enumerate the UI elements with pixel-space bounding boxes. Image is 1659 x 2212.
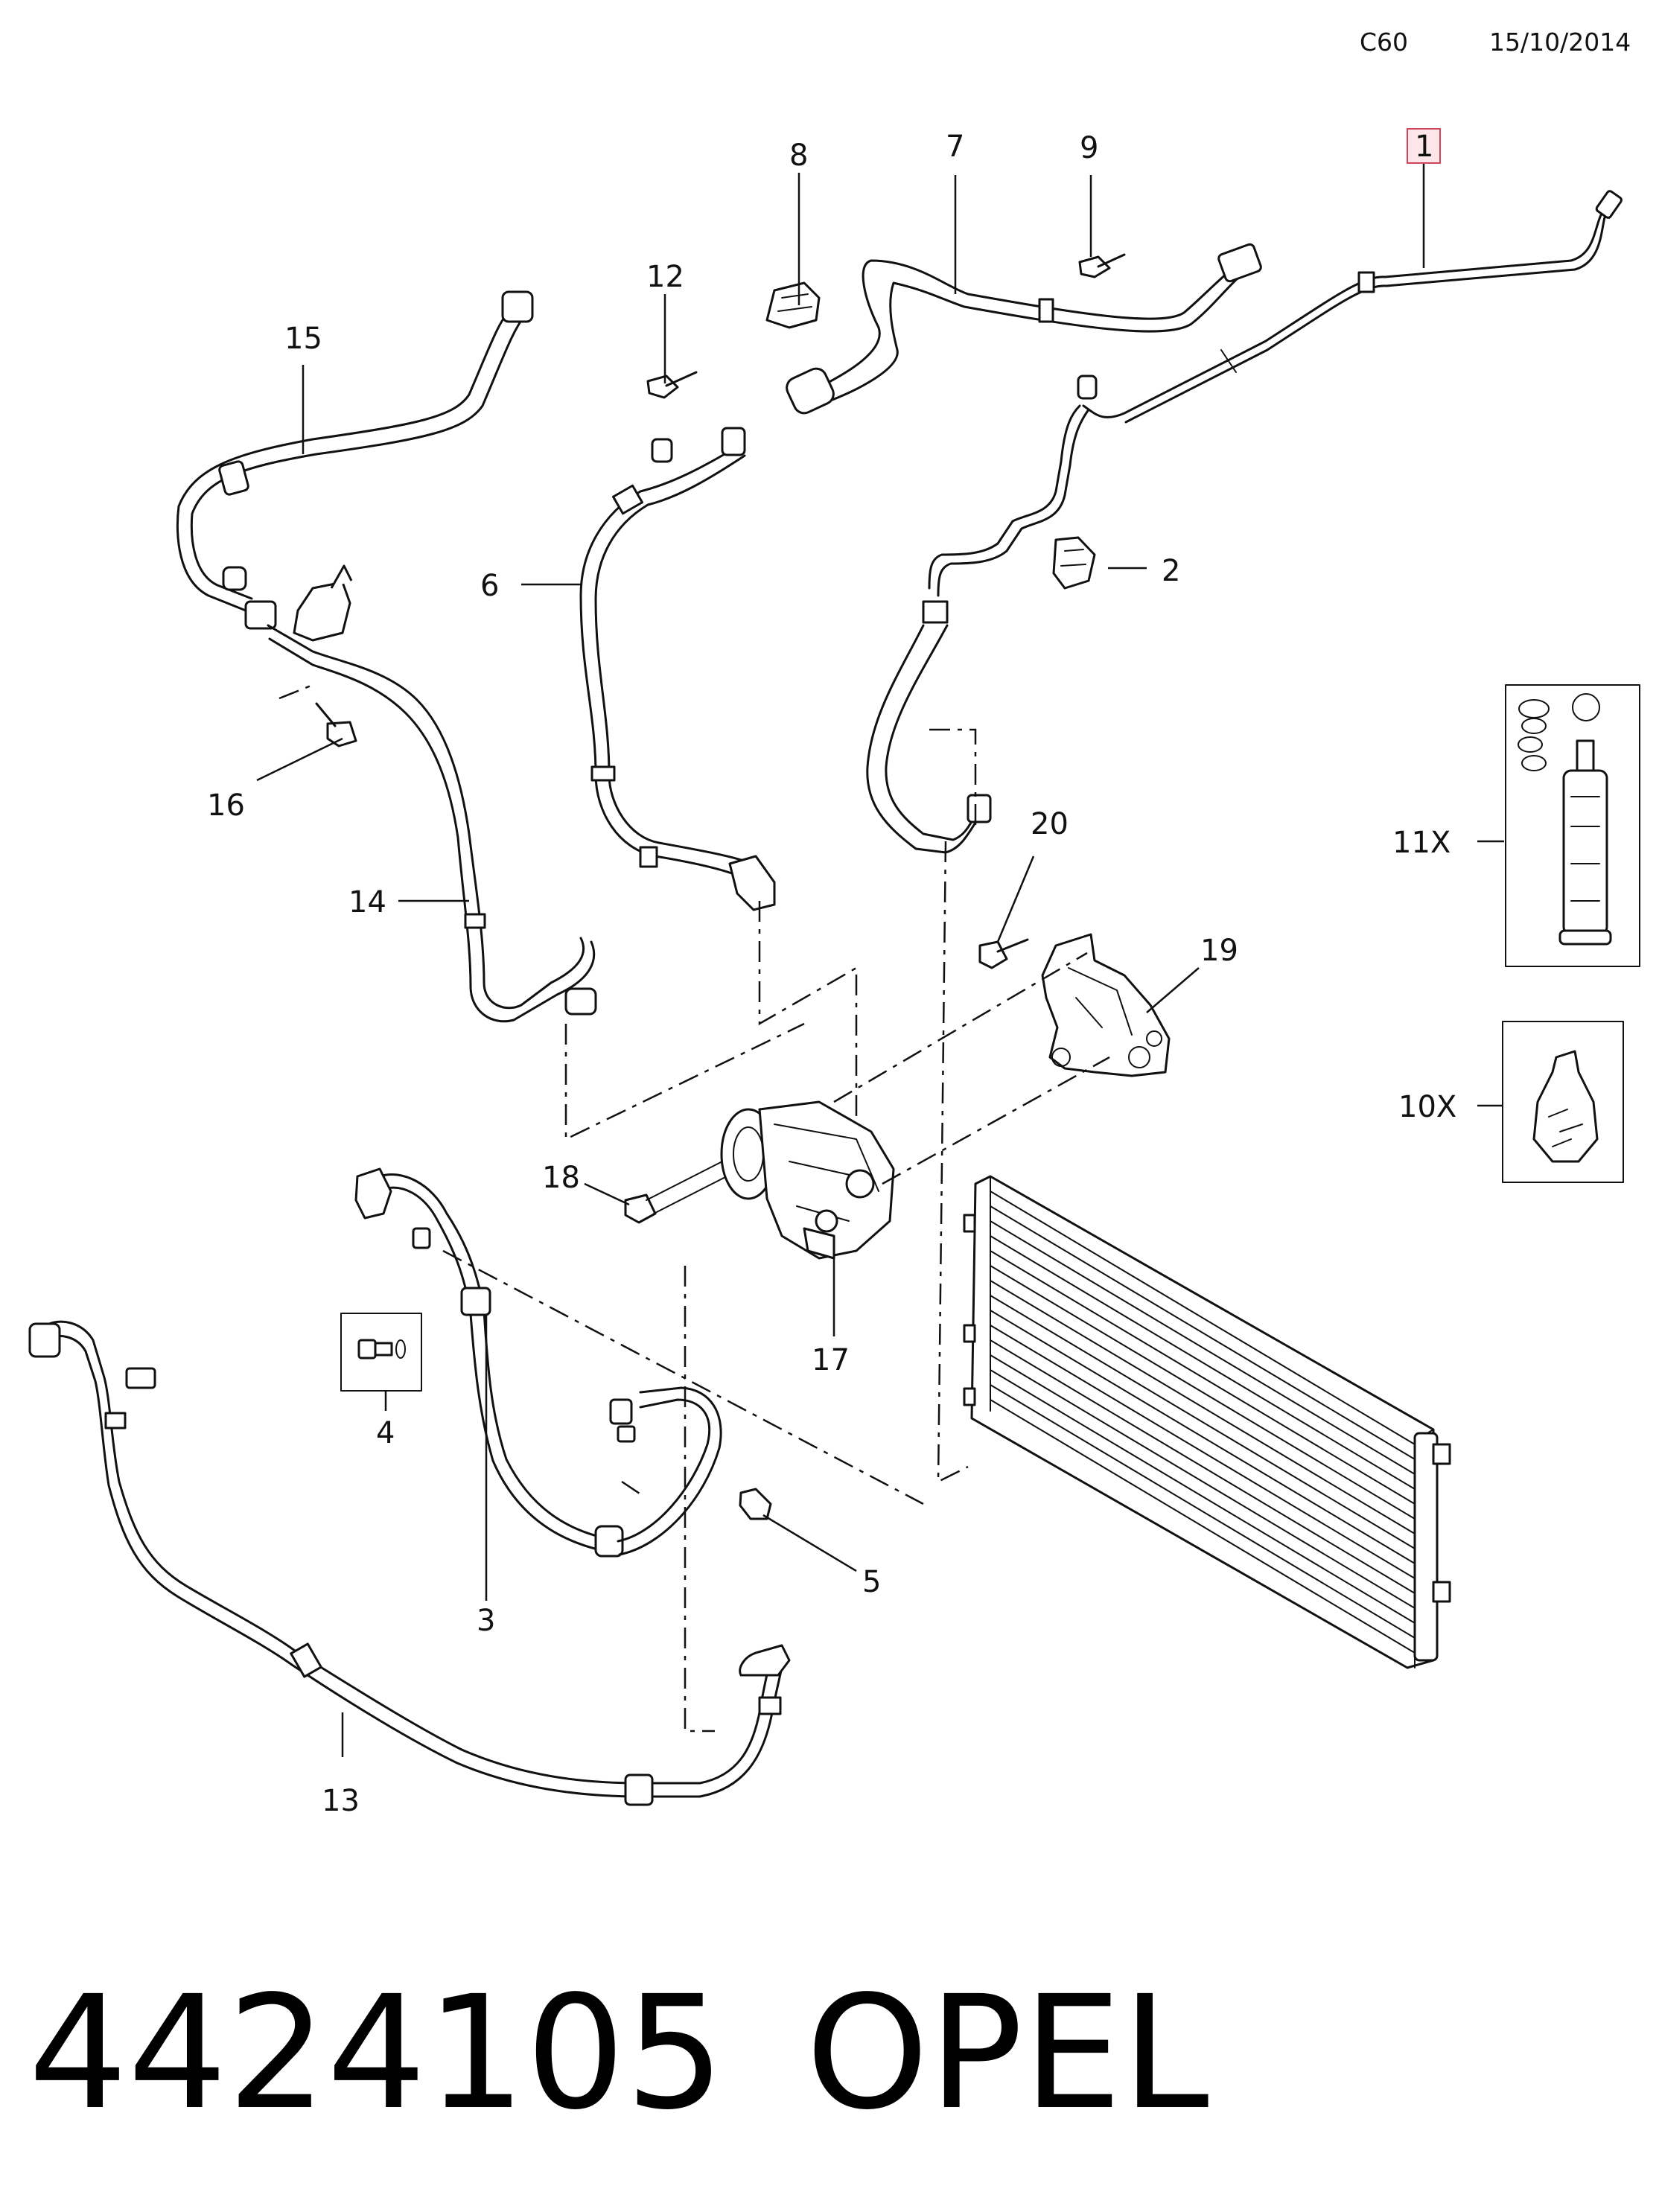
callout-2[interactable]: 2 [1162,554,1180,588]
diagram-date: 15/10/2014 [1489,28,1631,57]
part-19-bracket[interactable] [1041,933,1171,1077]
callout-4[interactable]: 4 [376,1416,395,1450]
callout-12[interactable]: 12 [646,260,684,294]
brand-name: OPEL [806,1962,1209,2144]
part-13-hose[interactable] [28,1320,791,1806]
part-1-pipe[interactable] [866,190,1623,854]
condenser-fins [990,1191,1416,1654]
part-9-bolt[interactable] [1078,253,1126,278]
part-17-compressor[interactable] [720,1100,895,1260]
part-15-hose[interactable] [176,290,534,630]
part-10x-desiccant-bag[interactable] [1502,1021,1624,1183]
callout-9[interactable]: 9 [1080,131,1098,165]
callout-5[interactable]: 5 [862,1565,881,1599]
callout-15[interactable]: 15 [284,322,322,356]
callout-13[interactable]: 13 [322,1784,360,1818]
diagram-code: C60 [1360,28,1408,57]
callout-18[interactable]: 18 [542,1161,580,1195]
callout-14[interactable]: 14 [348,885,386,919]
part-3-hose[interactable] [354,1167,722,1558]
callout-17[interactable]: 17 [812,1343,850,1377]
callout-11x[interactable]: 11X [1392,826,1451,860]
callout-6[interactable]: 6 [480,569,499,603]
part-5-clip[interactable] [739,1488,772,1520]
part-6-hose[interactable] [579,427,776,911]
part-18-bolt[interactable] [624,1161,730,1224]
part-16-bolt[interactable] [315,702,357,748]
part-7-hose[interactable] [783,243,1262,417]
leader-lines [256,162,1504,1757]
callout-20[interactable]: 20 [1031,807,1069,841]
callout-7[interactable]: 7 [946,130,964,164]
part-8-clip[interactable] [765,281,821,329]
callout-10x[interactable]: 10X [1398,1090,1456,1124]
part-number: 4424105 [28,1962,725,2144]
part-11x-drier-kit[interactable] [1505,684,1640,967]
callout-8[interactable]: 8 [789,138,808,173]
part-4-switch[interactable] [340,1313,422,1392]
assembly-lines [278,682,1110,1733]
part-14-hose[interactable] [267,564,597,1023]
callout-3[interactable]: 3 [477,1604,495,1638]
highlight-box-1 [1407,128,1441,164]
condenser[interactable] [963,1175,1451,1669]
part-20-bolt[interactable] [978,938,1029,969]
callout-1[interactable]: 1 [1415,130,1433,164]
callout-16[interactable]: 16 [207,788,245,823]
callout-19[interactable]: 19 [1200,934,1238,968]
part-12-bolt[interactable] [646,371,698,399]
part-2-valve[interactable] [1052,536,1096,590]
